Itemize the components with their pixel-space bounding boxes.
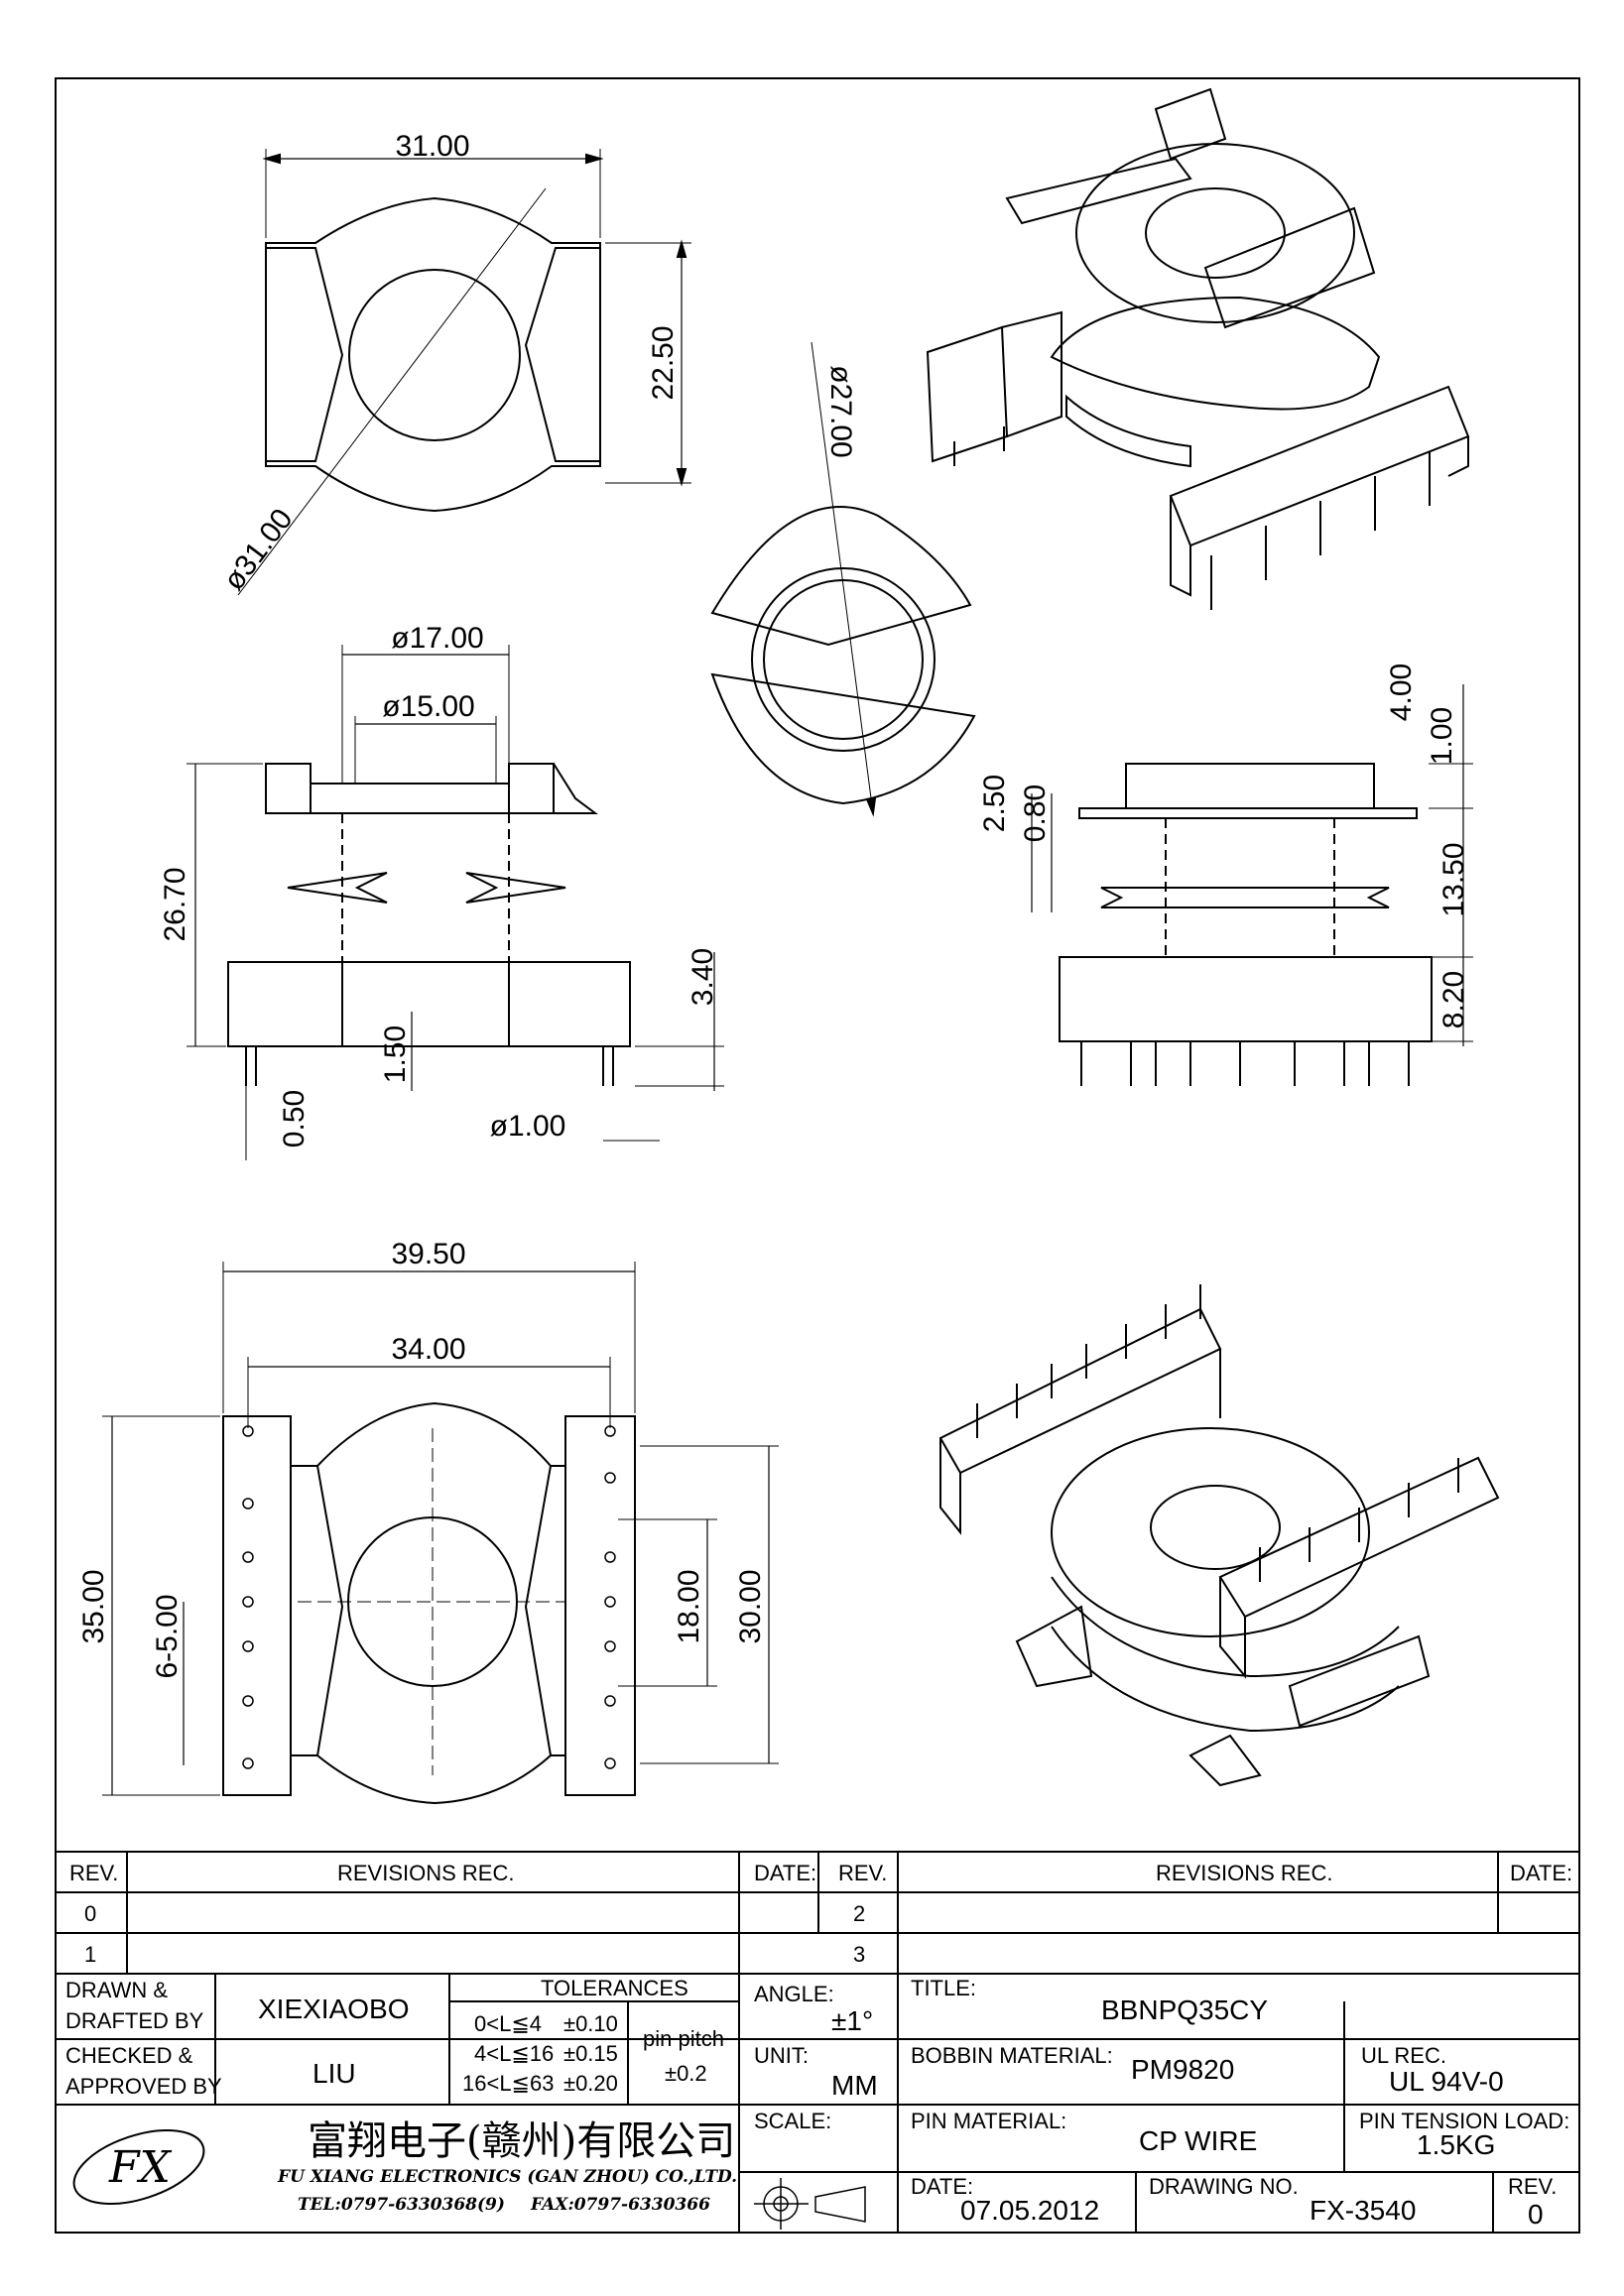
checked-by: LIU [312,2058,356,2089]
rev-row-2: 2 [853,1901,865,1926]
company-tel: TEL:0797-6330368(9) [298,2195,505,2215]
tol-range-0: 0<L≦4 [474,2011,542,2036]
dim-bottom-width: 39.50 [391,1238,465,1270]
ul-value: UL 94V-0 [1389,2066,1504,2097]
top-view [237,149,691,596]
dim-bottom-pitch-width: 34.00 [391,1333,465,1366]
unit-value: MM [831,2070,878,2101]
scale-label: SCALE: [754,2109,831,2133]
tol-value-0: ±0.10 [563,2011,618,2036]
dim-slot-span: 18.00 [673,1569,705,1643]
company-name-cn: 富翔电子(赣州)有限公司 [308,2118,735,2164]
dim-body-height: 30.00 [734,1569,767,1643]
dim-pin-span: 6-5.00 [151,1594,184,1678]
section-view [710,341,976,817]
dim-total-height: 26.70 [159,867,191,941]
drawn-label-1: DRAWN & [65,1978,168,2002]
rev-label: REV. [1508,2174,1557,2199]
angle-value: ±1° [831,2005,873,2036]
rev-row-3: 3 [853,1942,865,1967]
side-view [1031,684,1473,1086]
ul-label: UL REC. [1361,2043,1446,2068]
pin-tension-value: 1.5KG [1417,2129,1495,2160]
iso-view-bottom [938,1284,1500,1787]
tol-range-1: 4<L≦16 [474,2041,554,2066]
tol-value-1: ±0.15 [563,2041,618,2066]
bobbin-material-value: PM9820 [1131,2054,1234,2085]
bobbin-material-label: BOBBIN MATERIAL: [911,2043,1113,2068]
tol-range-2: 16<L≦63 [462,2071,554,2096]
projection-symbol [754,2178,866,2230]
dim-flange-od: ø17.00 [391,622,483,655]
dim-pin-ext: 0.50 [278,1090,311,1148]
dim-side-wall: 2.50 [978,775,1011,832]
dim-top-width: 31.00 [395,130,469,163]
dim-base-height-side: 8.20 [1437,971,1470,1028]
tolerances-header: TOLERANCES [541,1976,688,2000]
tol-value-2: ±0.20 [563,2071,618,2096]
company-name-en: FU XIANG ELECTRONICS (GAN ZHOU) CO.,LTD. [277,2167,737,2187]
title-label: TITLE: [911,1976,976,2000]
date-value: 07.05.2012 [960,2195,1099,2226]
bottom-view [102,1262,779,1805]
dim-base-height: 3.40 [687,948,719,1006]
checked-label-1: CHECKED & [65,2043,193,2068]
title-value: BBNPQ35CY [1101,1994,1268,2025]
dim-section-diameter: ø27.00 [824,365,857,457]
svg-text:FX: FX [108,2142,173,2193]
date-header-left: DATE: [754,1861,816,1885]
iso-view-top [926,87,1470,610]
dim-base-offset: 1.50 [379,1026,412,1083]
drawing-frame [55,77,1580,2234]
checked-label-2: APPROVED BY [65,2074,222,2099]
pin-material-label: PIN MATERIAL: [911,2109,1066,2133]
dim-bottom-height: 35.00 [77,1569,110,1643]
dim-top-height: 22.50 [647,325,680,400]
pin-tension-label: PIN TENSION LOAD: [1359,2109,1569,2133]
date-header-right: DATE: [1510,1861,1572,1885]
drawing-no-label: DRAWING NO. [1149,2174,1299,2199]
rev-row-0: 0 [84,1901,96,1926]
dim-winding-height: 13.50 [1437,842,1470,916]
drawn-by: XIEXIAOBO [258,1994,410,2024]
fx-logo-icon: FX [72,2129,205,2205]
dim-side-top: 4.00 [1385,664,1418,721]
angle-label: ANGLE: [754,1982,834,2006]
drawing-no-value: FX-3540 [1310,2195,1416,2226]
unit-label: UNIT: [754,2043,809,2068]
pin-pitch-label: pin pitch [643,2026,724,2051]
dim-side-top2: 1.00 [1426,707,1458,765]
revisions-header-left: REVISIONS REC. [337,1861,514,1885]
dim-core-id: ø15.00 [382,690,474,723]
title-block-grid [55,1851,1580,2234]
front-view [187,645,724,1160]
revisions-header-right: REVISIONS REC. [1156,1861,1332,1885]
date-label: DATE: [911,2174,973,2199]
drawn-label-2: DRAFTED BY [65,2008,204,2033]
pin-material-value: CP WIRE [1139,2125,1257,2156]
pin-pitch-value: ±0.2 [665,2061,707,2086]
company-fax: FAX:0797-6330366 [530,2195,710,2215]
rev-header-right: REV. [838,1861,887,1885]
rev-value: 0 [1528,2199,1544,2230]
rev-row-1: 1 [84,1942,96,1967]
rev-header-left: REV. [69,1861,118,1885]
dim-side-wall2: 0.80 [1019,785,1052,842]
dim-pin-diameter: ø1.00 [490,1110,566,1143]
